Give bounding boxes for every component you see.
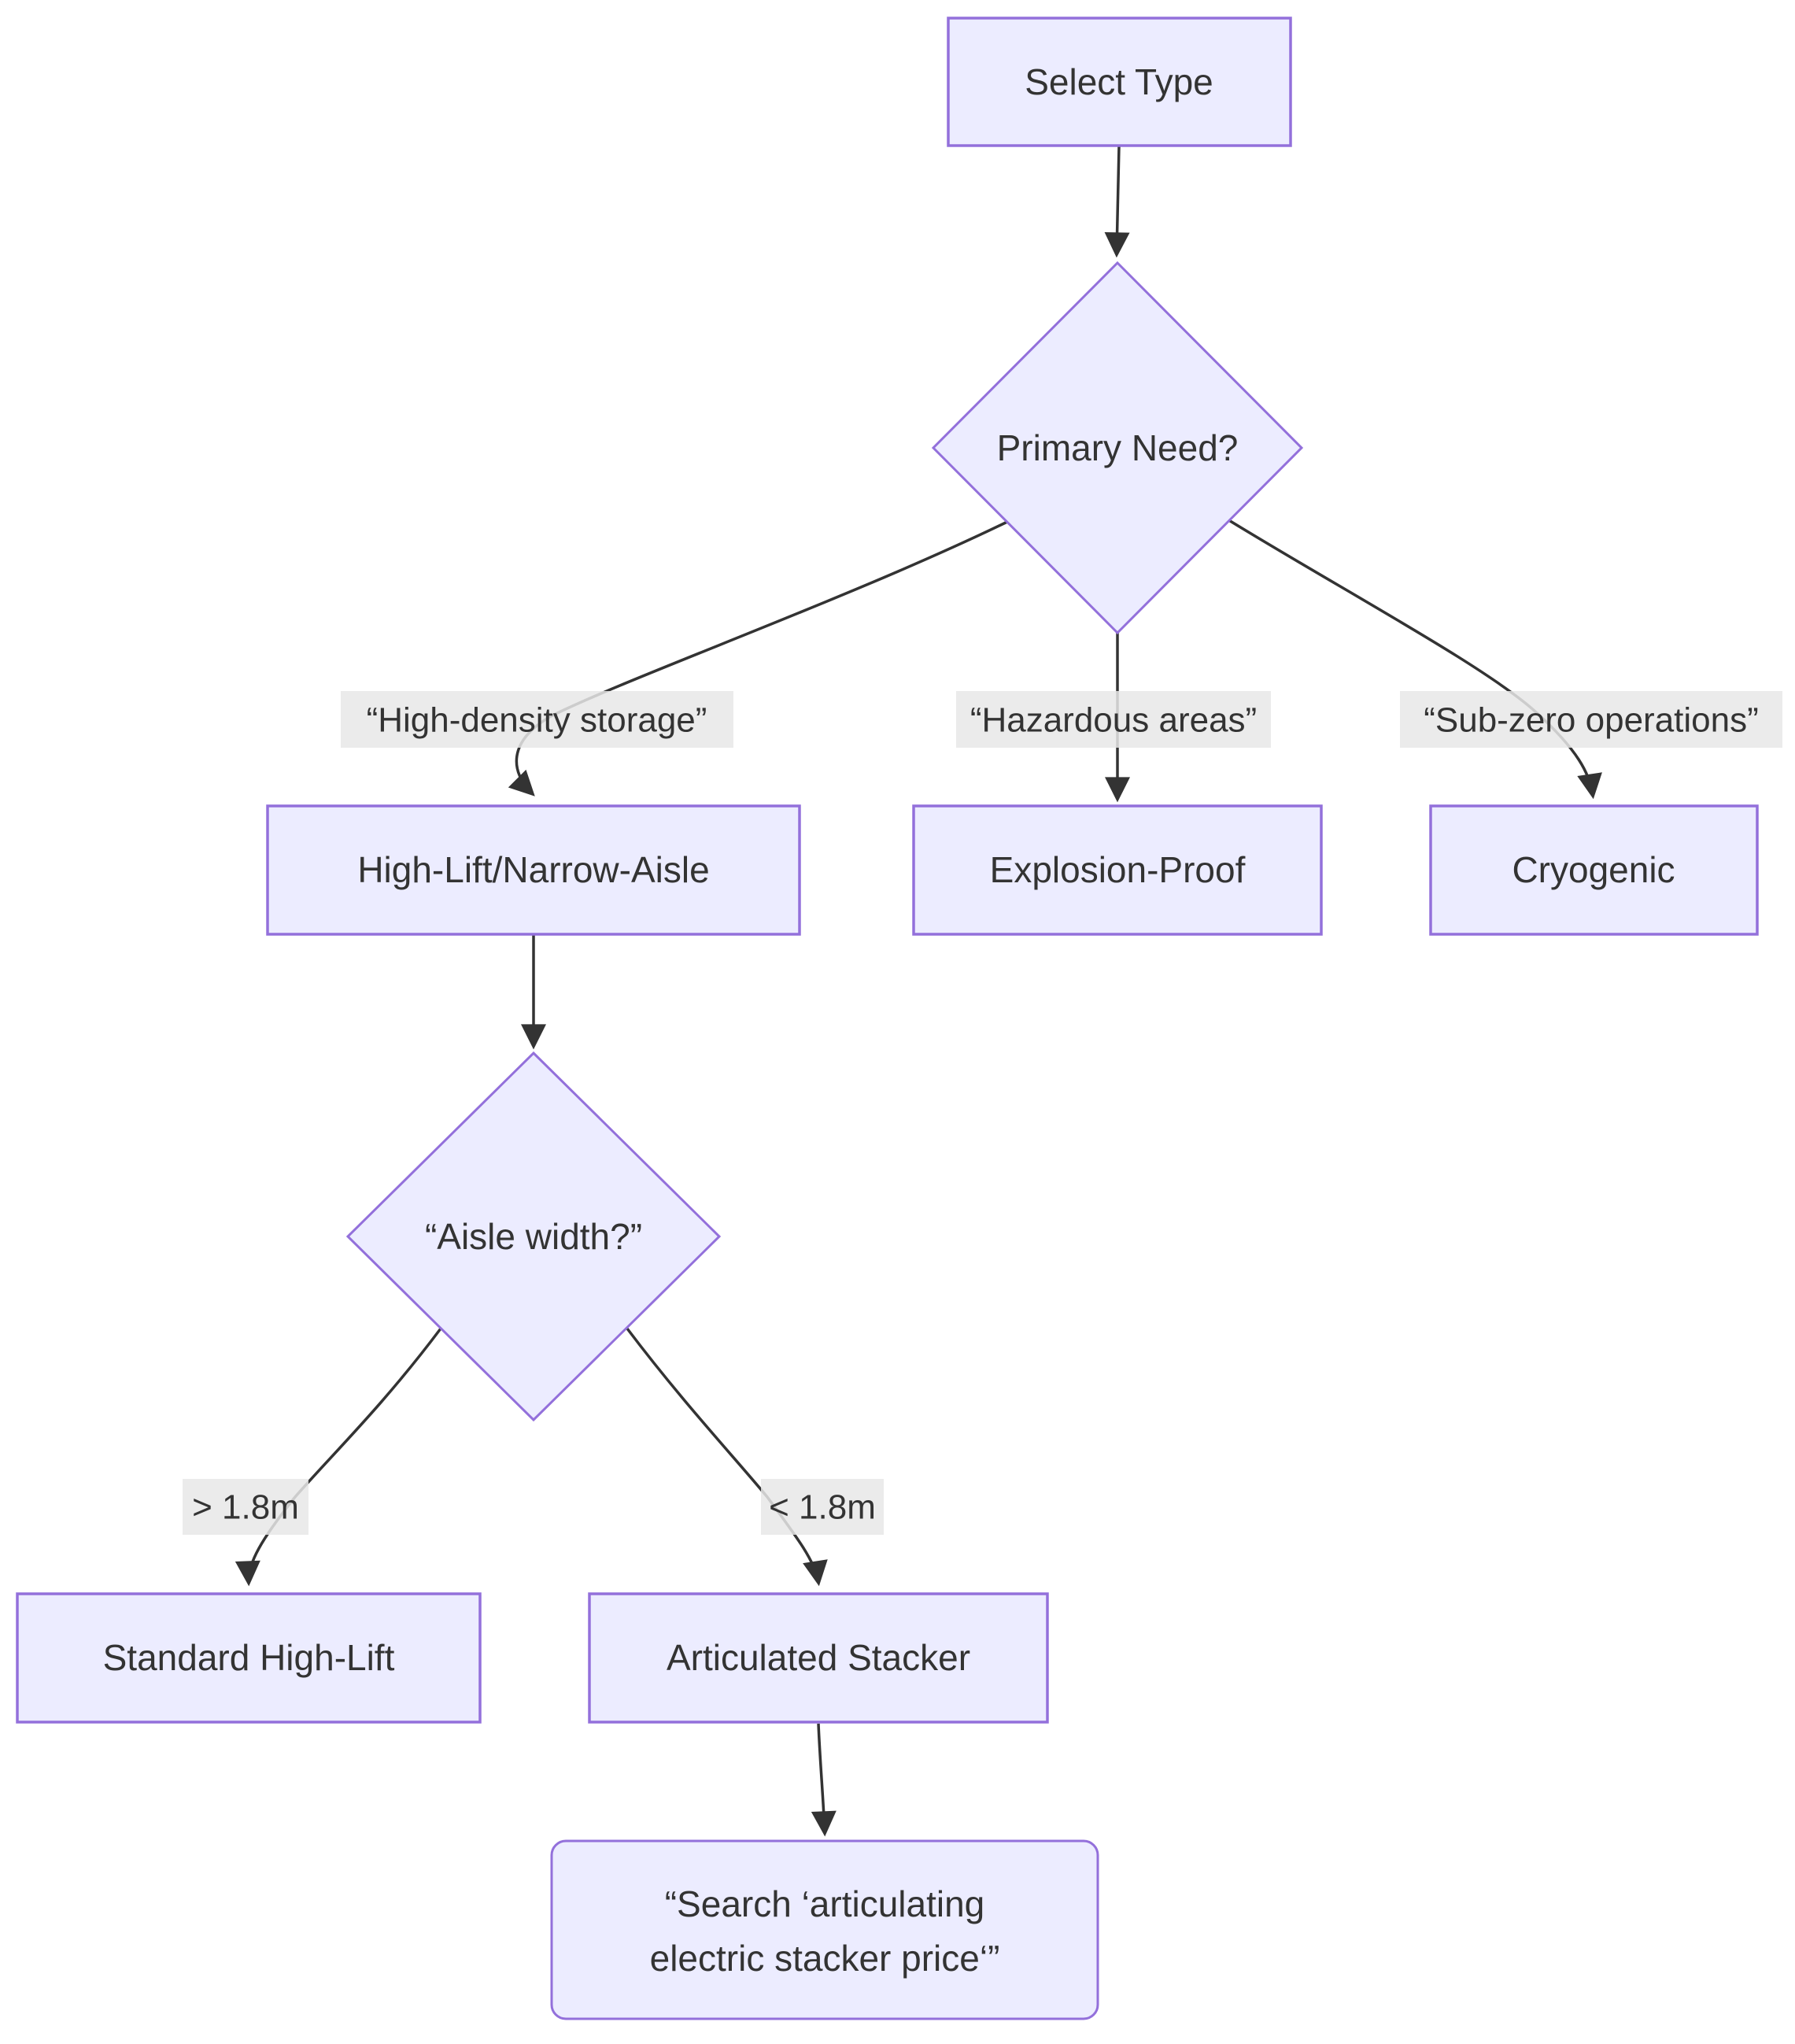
edge-primary-need-to-high-lift: [508, 520, 1008, 797]
node-cryogenic: Cryogenic: [1429, 804, 1759, 936]
edge-label-high-density-storage: “High-density storage”: [341, 691, 733, 748]
edge-label-text: > 1.8m: [192, 1488, 299, 1527]
node-label: Standard High-Lift: [103, 1637, 395, 1678]
node-standard-high-lift: Standard High-Lift: [16, 1592, 482, 1724]
node-shape: [588, 1592, 1049, 1724]
node-primary-need: Primary Need?: [931, 261, 1304, 635]
edge-label-text: “Hazardous areas”: [970, 701, 1257, 740]
edge-label-hazardous-areas: “Hazardous areas”: [956, 691, 1271, 748]
edge-label-bg: [183, 1479, 308, 1535]
node-label: Explosion-Proof: [990, 849, 1246, 890]
edge-label-bg: [341, 691, 733, 748]
node-shape-diamond: [345, 1051, 722, 1422]
edge-label-bg: [956, 691, 1271, 748]
edge-primary-need-to-cryogenic: [1227, 518, 1602, 800]
node-label: Articulated Stacker: [667, 1637, 970, 1678]
node-shape: [16, 1592, 482, 1724]
node-aisle-width: “Aisle width?”: [345, 1051, 722, 1422]
node-shape: [947, 17, 1292, 147]
edge-label-bg: [1400, 691, 1782, 748]
node-label: “Aisle width?”: [425, 1216, 642, 1257]
edge-label-text: < 1.8m: [769, 1488, 876, 1527]
node-explosion-proof: Explosion-Proof: [912, 804, 1323, 936]
node-label: Select Type: [1025, 61, 1213, 102]
edge-label-bg: [761, 1479, 884, 1535]
edge-label-text: “High-density storage”: [367, 701, 707, 740]
node-shape: [1429, 804, 1759, 936]
node-search-action: “Search ‘articulating electric stacker p…: [550, 1839, 1099, 2020]
node-label-line2: electric stacker price‘”: [650, 1938, 1000, 1979]
node-high-lift-narrow-aisle: High-Lift/Narrow-Aisle: [266, 804, 801, 936]
node-shape: [266, 804, 801, 936]
node-label: High-Lift/Narrow-Aisle: [357, 849, 709, 890]
edge-label-sub-zero-operations: “Sub-zero operations”: [1400, 691, 1782, 748]
node-shape-rounded: [550, 1839, 1099, 2020]
node-shape: [912, 804, 1323, 936]
node-shape-diamond: [931, 261, 1304, 635]
edge-label-lt-1-8m: < 1.8m: [761, 1479, 884, 1535]
edge-aisle-width-to-articulated-stacker: [626, 1327, 828, 1587]
node-articulated-stacker: Articulated Stacker: [588, 1592, 1049, 1724]
node-label: Primary Need?: [997, 427, 1239, 468]
node-select-type: Select Type: [947, 17, 1292, 147]
edge-label-gt-1-8m: > 1.8m: [183, 1479, 308, 1535]
edge-articulated-stacker-to-search-action: [811, 1723, 837, 1837]
edge-select-type-to-primary-need: [1104, 146, 1130, 258]
edge-aisle-width-to-standard-high-lift: [235, 1327, 442, 1587]
node-label: Cryogenic: [1512, 849, 1675, 890]
node-label-line1: “Search ‘articulating: [665, 1883, 985, 1924]
edge-label-text: “Sub-zero operations”: [1424, 701, 1759, 740]
